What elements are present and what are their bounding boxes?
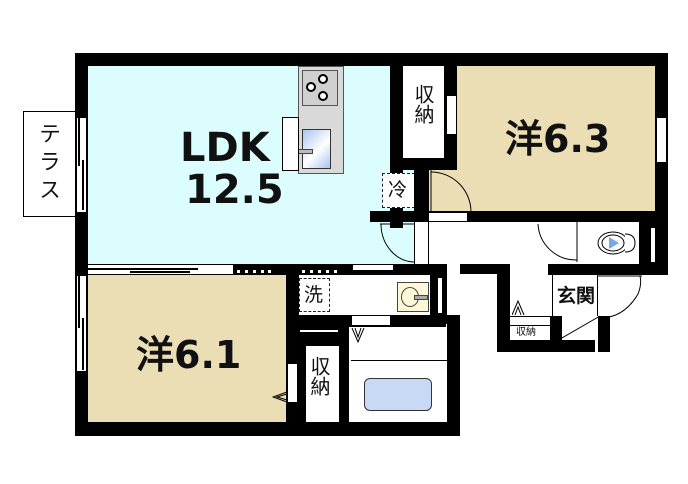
fridge-space: 冷 [382, 173, 415, 208]
sink-icon [302, 129, 331, 169]
entrance [552, 275, 598, 316]
wall-bottom [75, 422, 460, 436]
wall-6-3-bottom [370, 211, 668, 222]
sliding-rail [130, 271, 190, 273]
storage-entry-divider [510, 325, 550, 326]
window-rail [78, 276, 80, 328]
storage-entry-label: 収納 [516, 327, 536, 338]
room-ldk-size: 12.5 [185, 167, 284, 213]
window-rail [82, 318, 84, 370]
room-western-6-3-label: 洋6.3 [505, 117, 611, 161]
door-arrow-icon [351, 328, 365, 344]
hallway-door-frame [414, 222, 429, 264]
wall-entry-mid [550, 316, 562, 352]
storage-top-label: 収納 [411, 84, 435, 124]
kitchen-side-panel [282, 117, 299, 171]
sliding-rail [88, 268, 198, 270]
window-right [656, 118, 667, 162]
door-swing-icon [537, 222, 578, 262]
wall-entry-right [598, 316, 610, 352]
window-toilet [650, 228, 656, 262]
terrace: テラス [23, 111, 76, 217]
room-ldk-label: LDK [180, 125, 270, 171]
stove-icon [302, 70, 338, 106]
terrace-label: テラス [35, 122, 60, 206]
door-arrow-icon [512, 300, 525, 316]
door-swing-icon [430, 170, 472, 213]
entrance-door-icon[interactable] [562, 274, 652, 340]
washer-label: 洗 [304, 284, 324, 306]
storage-entry [510, 316, 550, 340]
wall-entry-left [497, 264, 510, 352]
washbasin-icon [397, 282, 429, 312]
bath-door-opening [351, 315, 391, 326]
door-arrow-icon [272, 391, 288, 403]
fridge-label: 冷 [388, 179, 408, 201]
room-western-6-3 [457, 66, 655, 212]
room-western-6-3-ext [429, 170, 459, 212]
bathtub-icon [364, 378, 432, 411]
storage-bottom [306, 346, 339, 422]
wall-entry-top [460, 264, 510, 274]
wall-entry-bottom [497, 340, 595, 352]
storage-top-door [446, 95, 457, 135]
entrance-label: 玄関 [557, 285, 596, 307]
room-western-6-1 [88, 275, 286, 422]
room-ldk-ext [88, 66, 428, 264]
faucet-icon [297, 149, 313, 154]
wall-6-1-right [286, 264, 299, 436]
storage-top [403, 66, 444, 158]
window-rail [82, 160, 84, 210]
storage-bottom-shelf [300, 329, 338, 333]
window-west[interactable] [76, 276, 87, 371]
wall-top [75, 53, 668, 66]
wall-ldk-bottom-mid [233, 264, 273, 275]
wall-fridge-right [414, 170, 429, 224]
wall-toilet-bottom [548, 264, 668, 275]
washer-space: 洗 [299, 278, 330, 312]
room-western-6-1-label: 洋6.1 [136, 333, 242, 377]
toilet-icon [597, 231, 636, 255]
door-opening-6-3 [428, 212, 468, 222]
wall-storage-bottom [390, 158, 457, 170]
wall-ldk-bottom-right [273, 264, 430, 275]
bath-divider [351, 360, 447, 361]
storage-bottom-door [287, 363, 298, 403]
window-washroom [437, 278, 443, 313]
wall-bath-right [447, 315, 460, 436]
window-rail [78, 118, 80, 166]
door-swing-icon [380, 223, 416, 263]
wall-left [75, 53, 88, 436]
storage-bottom-label: 収納 [307, 356, 331, 396]
window-terrace[interactable] [76, 118, 87, 212]
